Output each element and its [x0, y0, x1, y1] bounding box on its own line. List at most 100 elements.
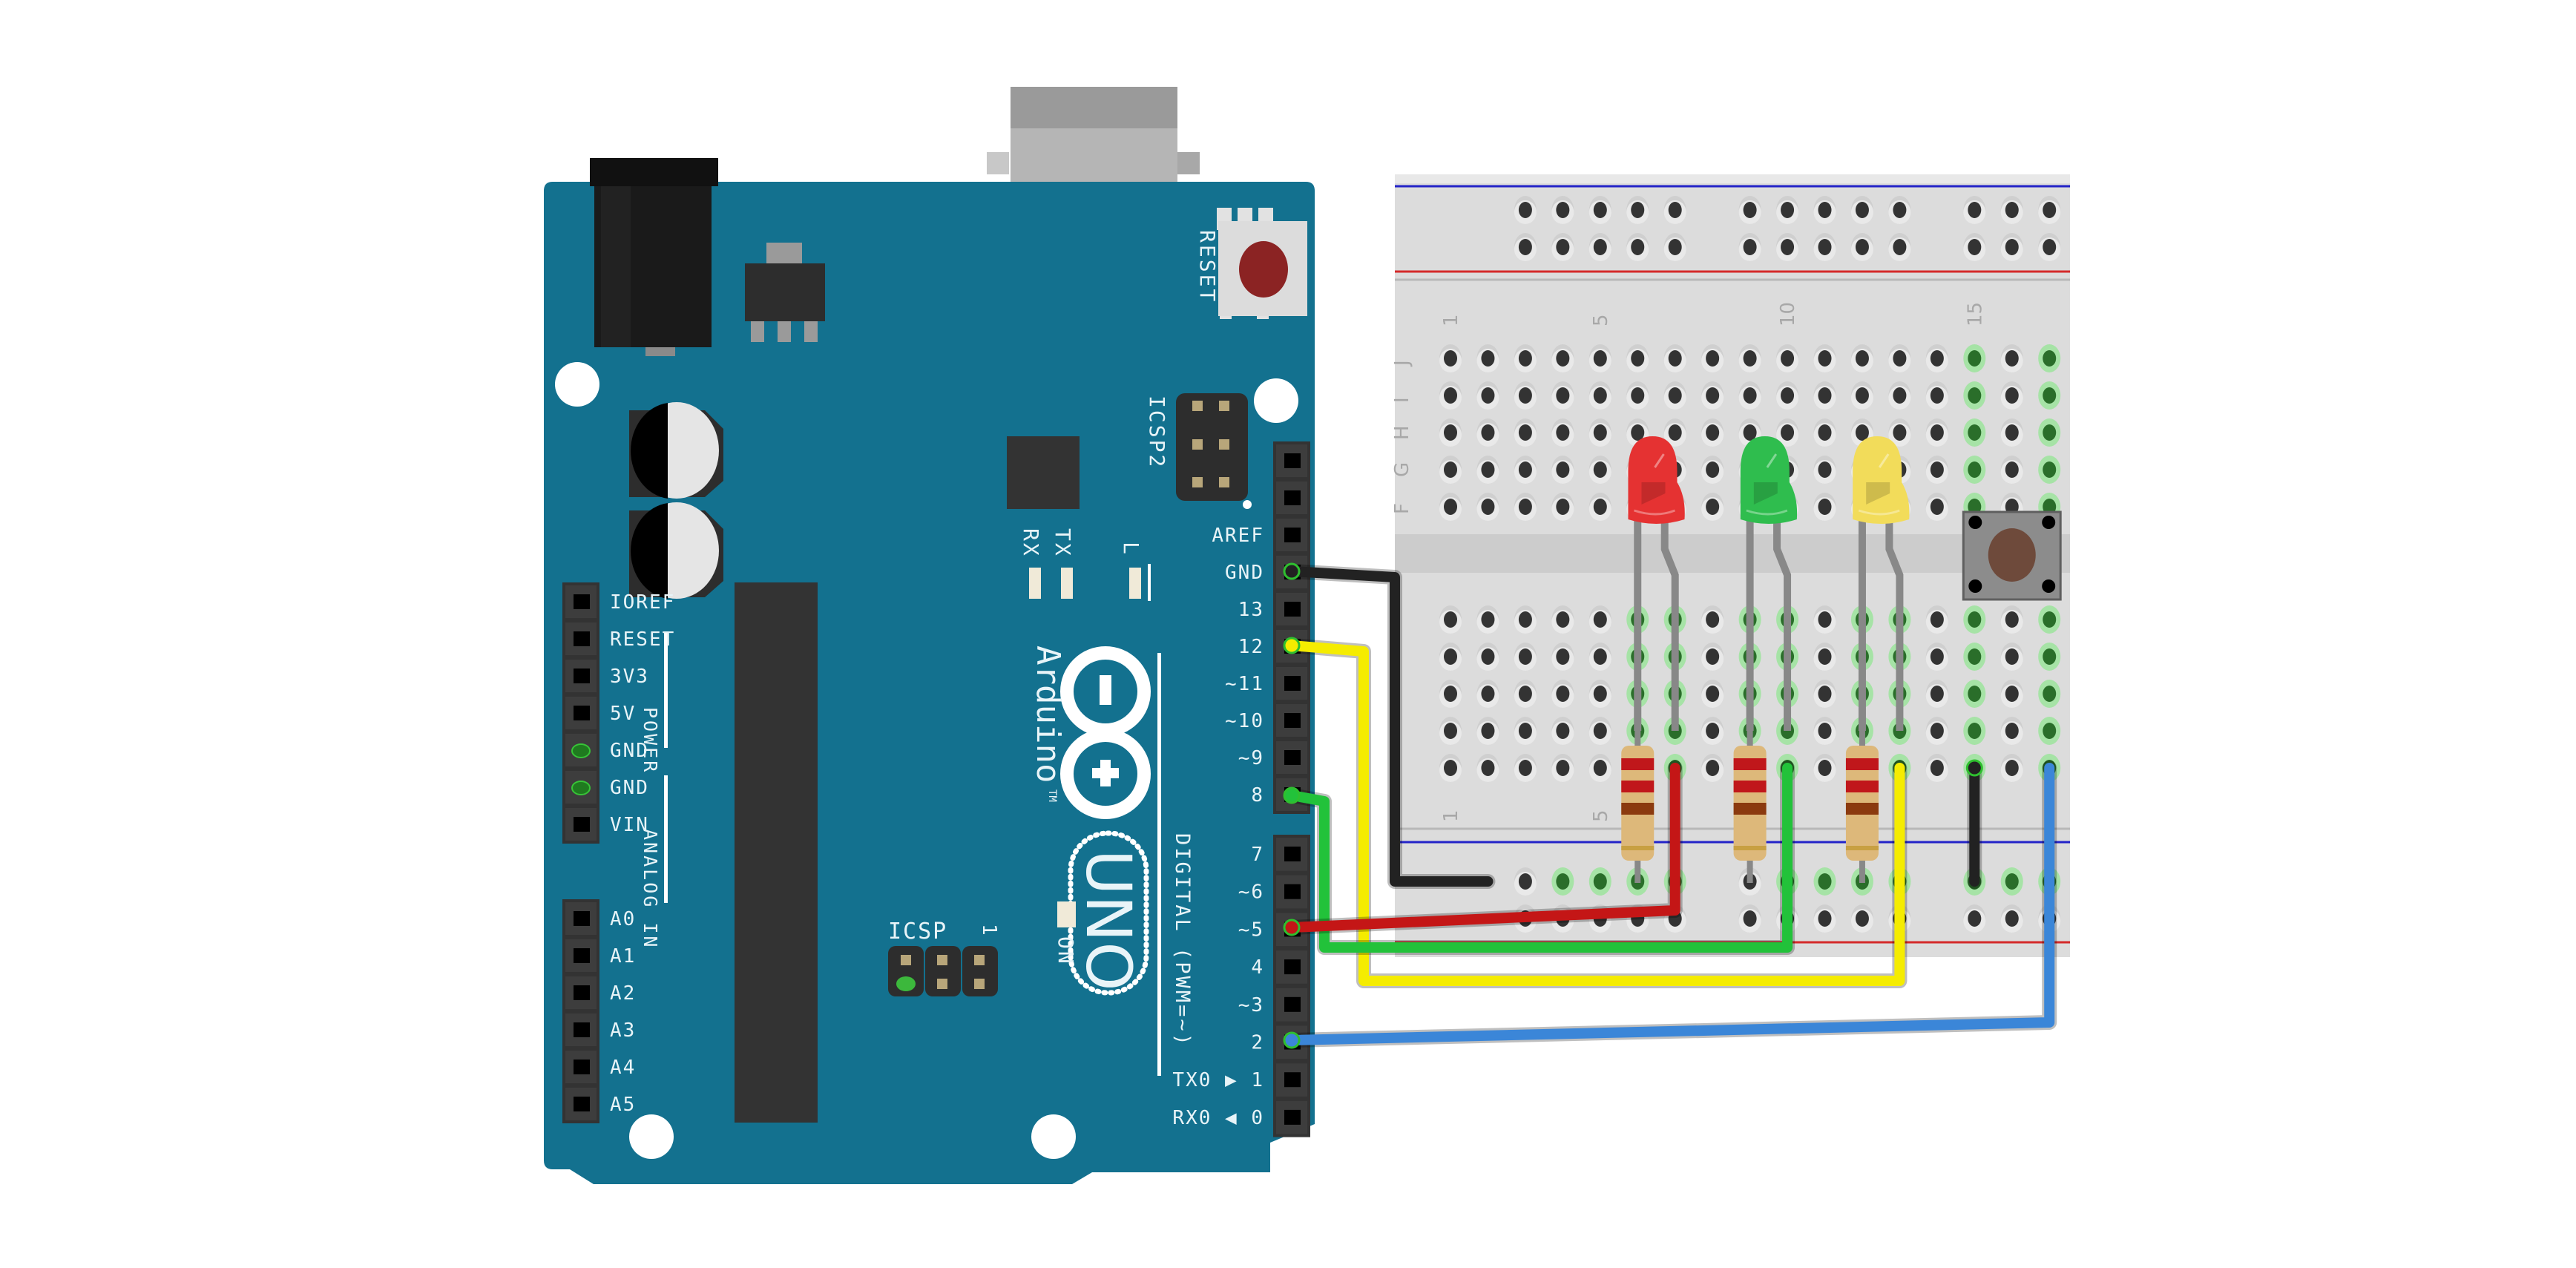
breadboard-hole[interactable] — [1588, 643, 1611, 671]
header-pin[interactable] — [1276, 875, 1307, 909]
reset-button[interactable] — [1217, 208, 1307, 319]
header-pin[interactable] — [565, 1051, 597, 1083]
breadboard-hole[interactable] — [1963, 605, 1986, 634]
breadboard-hole[interactable] — [1813, 904, 1836, 933]
header-pin[interactable] — [565, 1014, 597, 1046]
breadboard-hole[interactable] — [2038, 456, 2061, 484]
breadboard-hole[interactable] — [1888, 344, 1911, 372]
yellow-led[interactable] — [1853, 436, 1910, 731]
breadboard-hole[interactable] — [2000, 233, 2023, 261]
breadboard-hole[interactable] — [1738, 381, 1761, 410]
wire-pin5[interactable] — [1283, 761, 1683, 936]
breadboard-hole[interactable] — [1588, 754, 1611, 782]
breadboard-hole[interactable] — [1701, 456, 1724, 484]
breadboard-hole[interactable] — [1776, 381, 1799, 410]
breadboard-hole[interactable] — [1813, 381, 1836, 410]
breadboard-hole[interactable] — [2000, 680, 2023, 708]
breadboard-hole[interactable] — [1776, 418, 1799, 447]
breadboard-hole[interactable] — [1925, 717, 1948, 745]
breadboard-hole[interactable] — [1439, 418, 1462, 447]
breadboard-hole[interactable] — [1551, 456, 1574, 484]
breadboard-hole[interactable] — [1626, 196, 1649, 224]
breadboard-hole[interactable] — [1551, 344, 1574, 372]
breadboard-hole[interactable] — [1476, 493, 1499, 521]
breadboard-hole[interactable] — [1588, 418, 1611, 447]
breadboard-hole[interactable] — [1701, 381, 1724, 410]
breadboard-hole[interactable] — [1551, 196, 1574, 224]
header-pin[interactable] — [1276, 950, 1307, 984]
breadboard-hole[interactable] — [2000, 381, 2023, 410]
breadboard-hole[interactable] — [1963, 196, 1986, 224]
breadboard-hole[interactable] — [1588, 493, 1611, 521]
breadboard-hole[interactable] — [1813, 643, 1836, 671]
breadboard-hole[interactable] — [1476, 754, 1499, 782]
breadboard-hole[interactable] — [1588, 867, 1611, 896]
breadboard-hole[interactable] — [2038, 643, 2061, 671]
breadboard-hole[interactable] — [1551, 717, 1574, 745]
breadboard-hole[interactable] — [1514, 680, 1537, 708]
breadboard-hole[interactable] — [1925, 605, 1948, 634]
breadboard-hole[interactable] — [1776, 233, 1799, 261]
breadboard-hole[interactable] — [2038, 418, 2061, 447]
breadboard-hole[interactable] — [1701, 344, 1724, 372]
breadboard-hole[interactable] — [1439, 605, 1462, 634]
header-pin[interactable] — [1276, 1100, 1307, 1134]
breadboard-hole[interactable] — [1439, 344, 1462, 372]
breadboard-hole[interactable] — [1588, 196, 1611, 224]
breadboard-hole[interactable] — [1514, 605, 1537, 634]
breadboard-hole[interactable] — [1476, 418, 1499, 447]
breadboard-hole[interactable] — [1588, 456, 1611, 484]
breadboard-hole[interactable] — [1925, 418, 1948, 447]
breadboard-hole[interactable] — [1963, 680, 1986, 708]
breadboard-hole[interactable] — [1738, 344, 1761, 372]
breadboard-hole[interactable] — [1514, 418, 1537, 447]
wire-pin2[interactable] — [1283, 761, 2057, 1049]
header-pin[interactable] — [565, 585, 597, 618]
breadboard-hole[interactable] — [1963, 344, 1986, 372]
breadboard-hole[interactable] — [1701, 643, 1724, 671]
header-pin[interactable] — [565, 622, 597, 655]
breadboard-hole[interactable] — [1813, 233, 1836, 261]
breadboard-hole[interactable] — [1514, 643, 1537, 671]
breadboard-hole[interactable] — [1663, 196, 1686, 224]
breadboard-hole[interactable] — [2000, 904, 2023, 933]
breadboard-hole[interactable] — [1439, 717, 1462, 745]
breadboard-hole[interactable] — [2000, 344, 2023, 372]
breadboard-hole[interactable] — [1925, 643, 1948, 671]
breadboard-hole[interactable] — [2000, 717, 2023, 745]
breadboard-hole[interactable] — [1963, 643, 1986, 671]
breadboard-hole[interactable] — [1925, 493, 1948, 521]
breadboard-hole[interactable] — [1850, 196, 1873, 224]
resistor-2[interactable] — [1733, 731, 1767, 883]
header-pin[interactable] — [1276, 593, 1307, 625]
breadboard-hole[interactable] — [1514, 344, 1537, 372]
breadboard-hole[interactable] — [1850, 344, 1873, 372]
breadboard-hole[interactable] — [1963, 904, 1986, 933]
breadboard-hole[interactable] — [1663, 233, 1686, 261]
breadboard-hole[interactable] — [1551, 381, 1574, 410]
breadboard-hole[interactable] — [1963, 456, 1986, 484]
breadboard-hole[interactable] — [1888, 196, 1911, 224]
header-pin[interactable] — [565, 939, 597, 972]
breadboard-hole[interactable] — [1701, 418, 1724, 447]
breadboard-hole[interactable] — [1551, 680, 1574, 708]
breadboard-hole[interactable] — [1663, 381, 1686, 410]
breadboard-hole[interactable] — [1813, 680, 1836, 708]
breadboard-hole[interactable] — [2038, 680, 2061, 708]
header-pin[interactable] — [1276, 1063, 1307, 1097]
breadboard-hole[interactable] — [1963, 233, 1986, 261]
breadboard-hole[interactable] — [1476, 381, 1499, 410]
on-led[interactable] — [1057, 901, 1076, 927]
resistor-1[interactable] — [1621, 731, 1655, 883]
push-button[interactable] — [1962, 510, 2062, 601]
breadboard-hole[interactable] — [1701, 754, 1724, 782]
wire-pin12[interactable] — [1283, 637, 1908, 988]
header-pin[interactable] — [1276, 444, 1307, 477]
breadboard-hole[interactable] — [1588, 605, 1611, 634]
breadboard-hole[interactable] — [1514, 754, 1537, 782]
breadboard-hole[interactable] — [1850, 381, 1873, 410]
breadboard-hole[interactable] — [2038, 344, 2061, 372]
breadboard-hole[interactable] — [1813, 493, 1836, 521]
header-pin[interactable] — [565, 660, 597, 692]
breadboard-hole[interactable] — [1663, 344, 1686, 372]
